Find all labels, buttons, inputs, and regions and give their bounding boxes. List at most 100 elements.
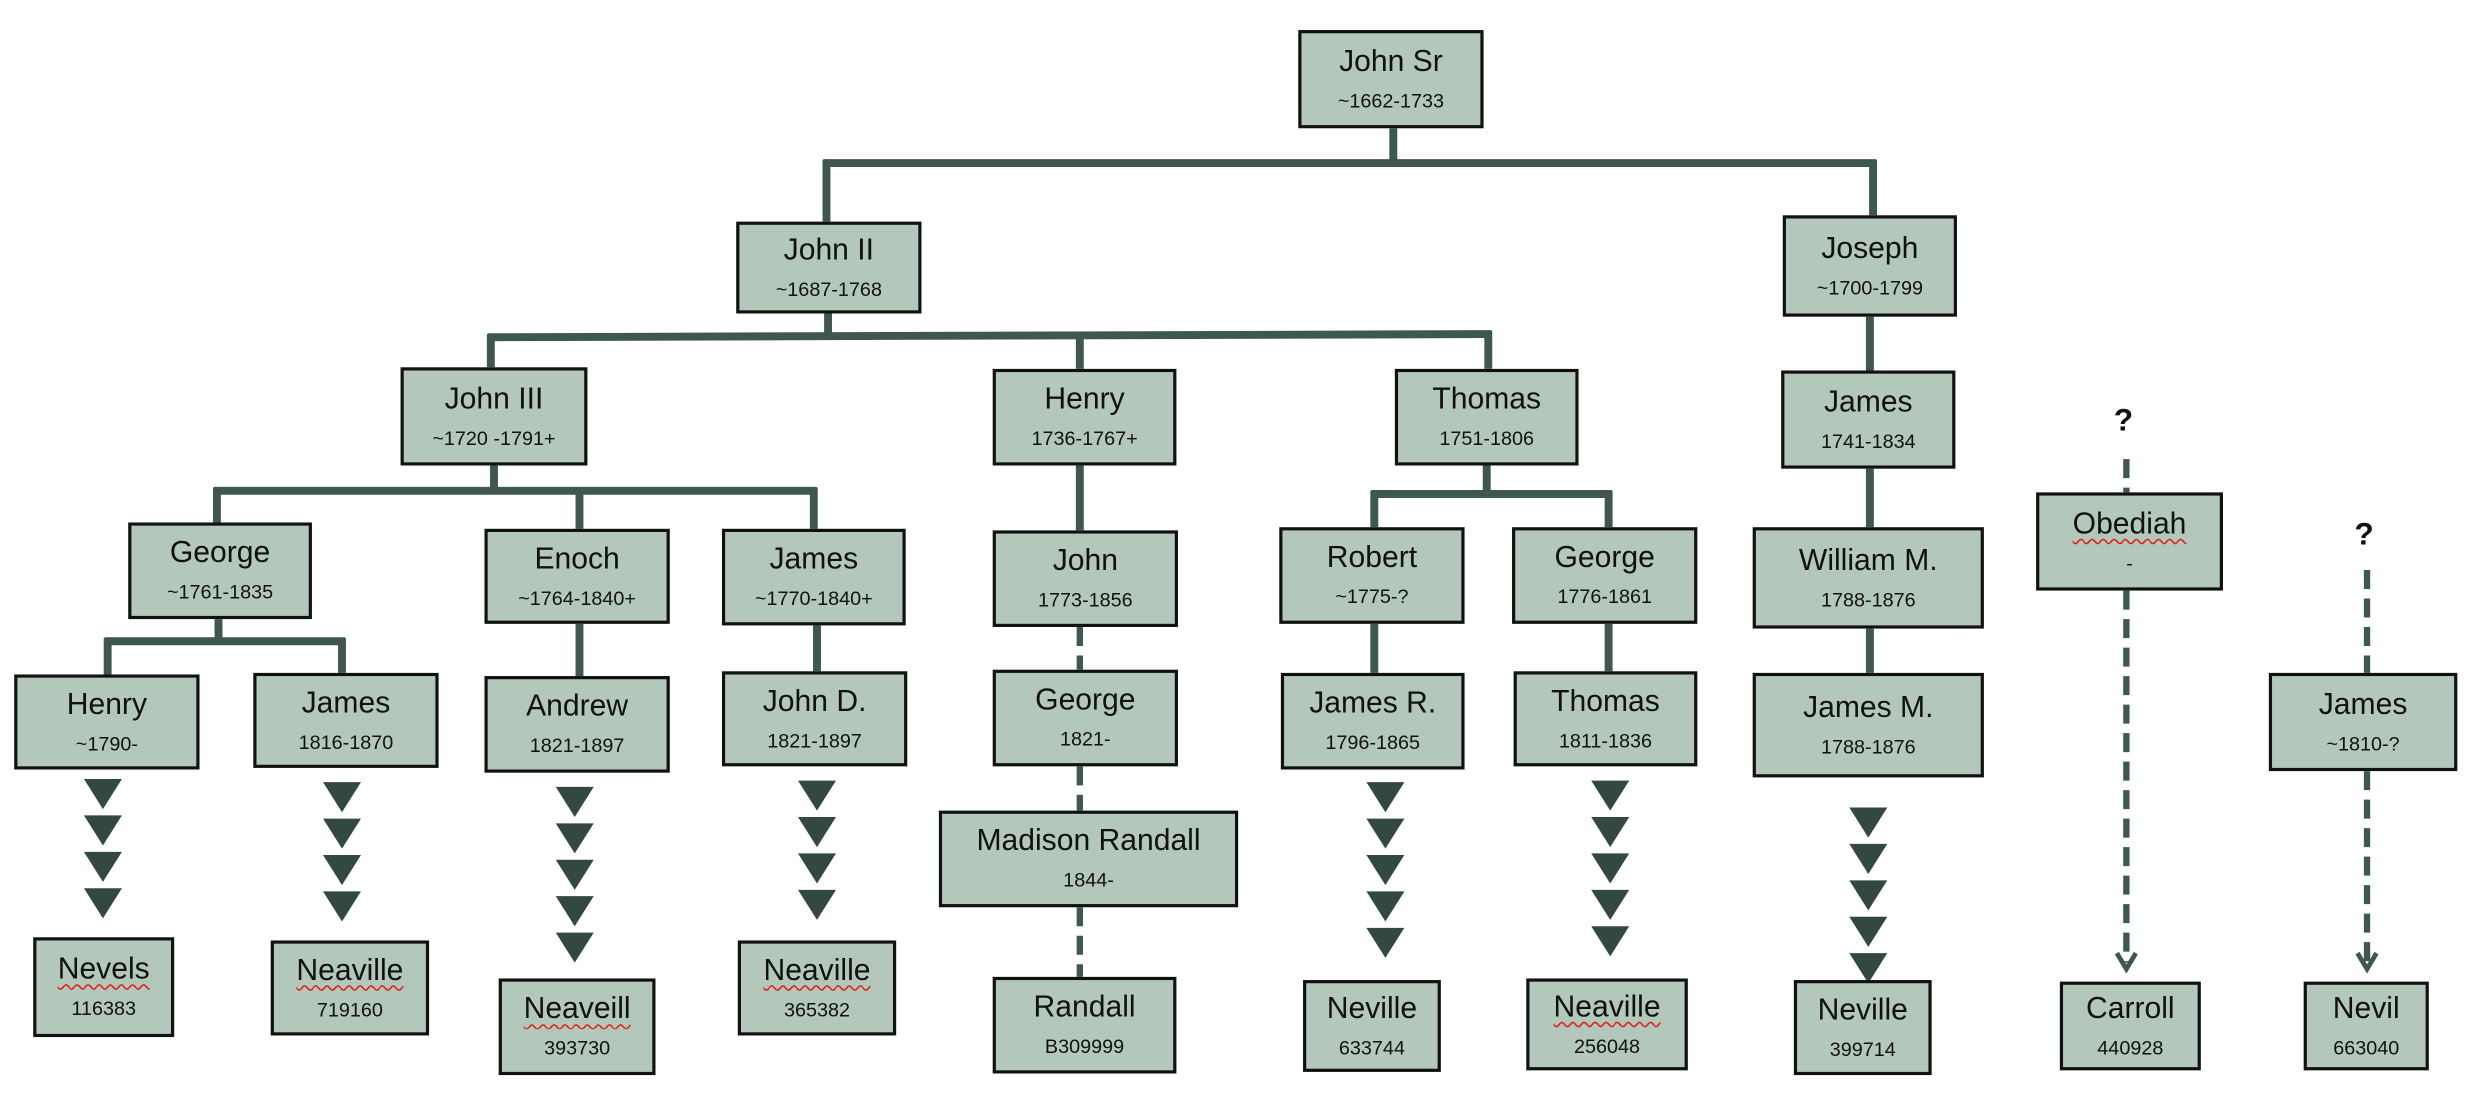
person-node-thomas-1751: Thomas 1751-1806: [1394, 368, 1579, 466]
person-dates: ~1810-?: [2326, 732, 2400, 755]
person-name: John II: [783, 233, 875, 267]
person-dates: 256048: [1574, 1034, 1641, 1057]
person-dates: 1821-: [1060, 728, 1111, 751]
person-dates: ~1761-1835: [166, 581, 274, 604]
person-node-john-sr: John Sr~1662-1733: [1298, 30, 1484, 129]
person-dates: ~1770-1840+: [754, 587, 873, 610]
person-name: Thomas: [1551, 684, 1660, 719]
generation-triangle-icon: [1591, 926, 1630, 957]
person-node-james-1770: James ~1770-1840+: [721, 528, 906, 626]
person-name: George: [1554, 541, 1655, 575]
generation-triangle-icon: [1591, 853, 1630, 884]
person-name: Madison Randall: [976, 824, 1201, 859]
person-name: John: [1052, 544, 1118, 578]
person-dates: 633744: [1338, 1036, 1405, 1059]
generation-triangle-icon: [1366, 927, 1405, 958]
person-node-john-1773: John 1773-1856: [992, 530, 1178, 627]
person-name: William M.: [1798, 543, 1938, 578]
generation-triangle-icon: [322, 891, 361, 922]
person-node-andrew: Andrew 1821-1897: [484, 676, 670, 773]
person-dates: 1821-1897: [767, 729, 862, 752]
person-dates: ~1764-1840+: [518, 586, 636, 609]
person-name: George: [169, 536, 271, 570]
person-node-enoch: Enoch ~1764-1840+: [484, 528, 670, 624]
person-dates: ~1720 -1791+: [432, 426, 556, 449]
generation-triangle-icon: [1849, 953, 1888, 984]
person-dates: 1788-1876: [1820, 735, 1916, 758]
person-node-henry-1790: Henry~1790-: [14, 674, 200, 770]
generation-triangle-icon: [1366, 818, 1405, 849]
person-dates: 399714: [1829, 1037, 1896, 1061]
person-node-joseph: Joseph~1700-1799: [1782, 215, 1957, 317]
person-dates: 663040: [2333, 1036, 2400, 1059]
generation-triangle-icon: [1849, 843, 1888, 874]
person-name: James R.: [1309, 687, 1437, 721]
person-dates: ~1790-: [75, 732, 138, 755]
person-name: John III: [444, 382, 544, 416]
person-name: George: [1035, 683, 1136, 718]
generation-triangle-icon: [1849, 916, 1888, 947]
person-name: Carroll: [2086, 991, 2175, 1026]
person-node-james-1810: James ~1810-?: [2268, 672, 2458, 772]
generation-triangle-icon: [322, 854, 361, 886]
generation-triangle-icon: [1849, 880, 1888, 911]
person-dates: 719160: [316, 998, 383, 1021]
person-dates: ~1775-?: [1335, 585, 1409, 608]
generation-triangle-icon: [1591, 816, 1630, 848]
person-node-obediah: Obediah-: [2036, 492, 2223, 591]
person-dates: ~1662-1733: [1337, 89, 1445, 112]
person-dates: 393730: [544, 1037, 611, 1060]
person-dates: 1796-1865: [1325, 731, 1421, 754]
person-name: James: [2318, 687, 2408, 722]
person-node-james-r: James R. 1796-1865: [1280, 672, 1465, 770]
generation-triangle-icon: [1849, 807, 1888, 838]
person-dates: 1811-1836: [1558, 729, 1653, 752]
person-node-james-m: James M.1788-1876: [1752, 672, 1984, 778]
generation-triangle-icon: [83, 778, 122, 810]
person-dates: 1816-1870: [298, 730, 394, 753]
person-node-john-ii: John II ~1687-1768: [736, 221, 922, 314]
generation-triangle-icon: [1366, 854, 1405, 886]
person-node-john-d: John D. 1821-1897: [721, 671, 908, 767]
person-name: John D.: [762, 684, 867, 719]
person-dates: 1751-1806: [1439, 427, 1535, 450]
person-node-george-1761: George ~1761-1835: [128, 522, 312, 620]
generation-triangle-icon: [322, 782, 361, 813]
person-name: Thomas: [1432, 383, 1542, 417]
generation-triangle-icon: [83, 815, 122, 846]
person-node-george-1821: George 1821-: [992, 669, 1178, 767]
person-name: Andrew: [526, 690, 629, 724]
person-dates: 1821-1897: [529, 734, 625, 757]
person-name: Neaville: [763, 953, 871, 988]
person-dates: 440928: [2097, 1036, 2164, 1059]
generation-triangle-icon: [797, 853, 836, 884]
person-name: Neaveill: [523, 992, 631, 1026]
person-name: Enoch: [534, 542, 620, 576]
person-node-james-1816: James 1816-1870: [253, 672, 439, 768]
generation-triangle-icon: [1366, 891, 1405, 922]
person-dates: 1741-1834: [1820, 429, 1916, 453]
person-name: Robert: [1326, 541, 1418, 575]
person-node-william-m: William M.1788-1876: [1752, 527, 1984, 629]
person-name: Obediah: [2072, 507, 2187, 541]
generation-triangle-icon: [83, 851, 122, 882]
person-name: James: [769, 543, 859, 577]
generation-triangle-icon: [1591, 780, 1630, 811]
connector-line: [487, 330, 1492, 342]
person-dates: 1773-1856: [1038, 588, 1133, 612]
person-node-robert: Robert ~1775-?: [1279, 527, 1465, 624]
person-dates: 365382: [783, 998, 851, 1021]
person-dates: ~1687-1768: [775, 277, 882, 301]
person-name: Henry: [1044, 383, 1125, 417]
person-name: James: [1823, 385, 1913, 419]
person-node-carroll: Carroll 440928: [2059, 981, 2201, 1071]
generation-triangle-icon: [1366, 782, 1405, 813]
person-dates: 1844-: [1063, 869, 1114, 892]
person-name: James: [301, 686, 391, 720]
